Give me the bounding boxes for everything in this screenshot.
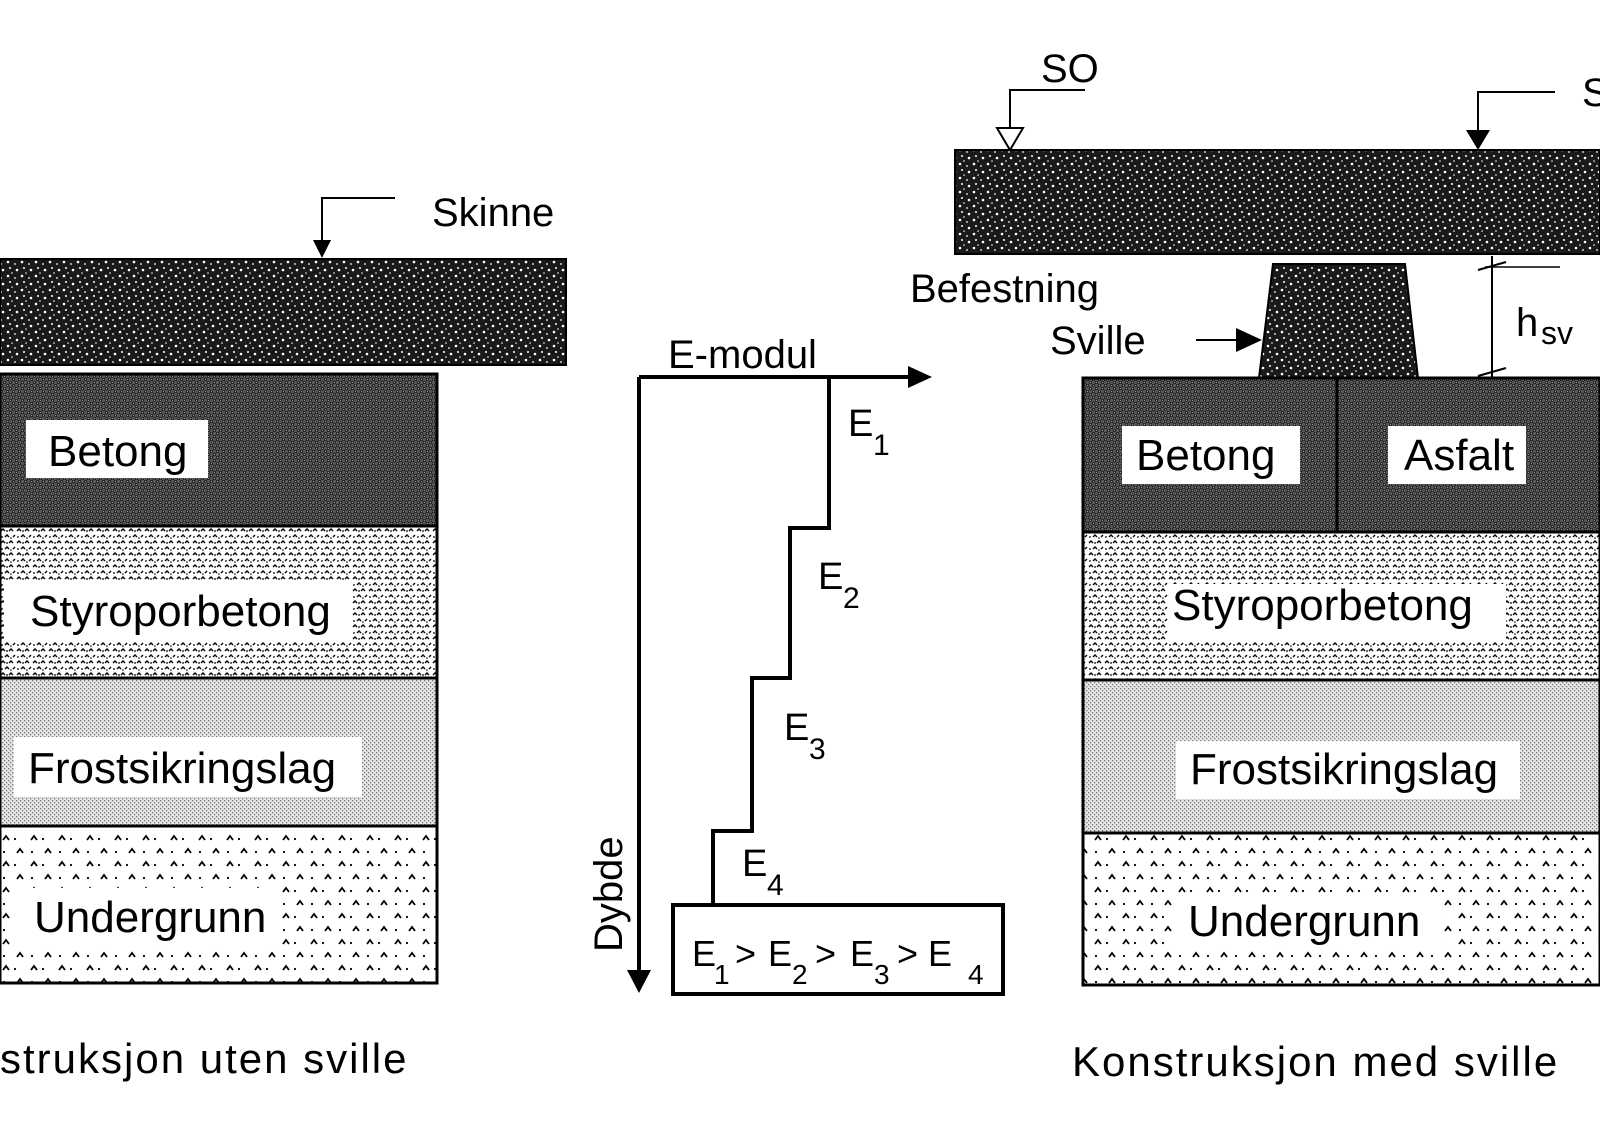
s-label: S (1582, 71, 1600, 115)
rail-block (0, 258, 567, 366)
rail-pointer-line (321, 197, 395, 245)
left-layer-label-betong: Betong (48, 427, 187, 476)
svg-text:1: 1 (714, 959, 730, 990)
left-layer-label-frostsikringslag: Frostsikringslag (28, 744, 336, 793)
s-pointer-arrow (1466, 130, 1490, 150)
right-construction: SO S Befestning Sville h sv Betong (910, 47, 1600, 1085)
svg-text:3: 3 (809, 733, 826, 766)
step-label-e1: E 1 (848, 403, 890, 462)
sville-pointer-arrow (1236, 328, 1262, 352)
svg-text:E: E (784, 707, 809, 749)
sleeper-block (1257, 263, 1420, 379)
left-layer-label-styroporbetong: Styroporbetong (30, 587, 331, 636)
svg-text:sv: sv (1541, 315, 1573, 351)
right-layer-label-asfalt: Asfalt (1404, 431, 1514, 480)
svg-text:4: 4 (767, 869, 784, 902)
so-pointer-arrow (995, 127, 1025, 152)
svg-text:4: 4 (968, 959, 984, 990)
svg-text:E: E (928, 933, 952, 974)
step-label-e4: E 4 (742, 843, 784, 902)
svg-text:E: E (848, 403, 873, 445)
svg-text:>: > (815, 933, 836, 974)
right-rail-block (954, 149, 1600, 255)
y-axis-arrow (627, 970, 651, 993)
x-axis-label: E-modul (668, 333, 817, 377)
svg-text:h: h (1516, 301, 1538, 345)
svg-text:>: > (897, 933, 918, 974)
svg-text:E: E (742, 843, 767, 885)
svg-text:3: 3 (874, 959, 890, 990)
hsv-label: h sv (1516, 301, 1573, 351)
rail-label: Skinne (432, 191, 554, 235)
so-pointer-line (1009, 89, 1085, 128)
left-caption: struksjon uten sville (0, 1035, 409, 1082)
step-label-e3: E 3 (784, 707, 826, 766)
svg-text:E: E (850, 933, 874, 974)
sville-label: Sville (1050, 319, 1146, 363)
left-layer-label-undergrunn: Undergrunn (34, 893, 266, 942)
right-layer-label-frostsikringslag: Frostsikringslag (1190, 745, 1498, 794)
relation-text: E 1 > E 2 > E 3 > E 4 (692, 933, 984, 990)
step-curve (711, 377, 831, 905)
rail-pointer-arrow (313, 240, 331, 258)
right-layer-label-betong: Betong (1136, 431, 1275, 480)
step-label-e2: E 2 (818, 556, 860, 615)
svg-text:2: 2 (792, 959, 808, 990)
svg-text:E: E (818, 556, 843, 598)
svg-text:E: E (768, 933, 792, 974)
right-caption: Konstruksjon med sville (1072, 1038, 1559, 1085)
emodulus-chart: E-modul Dybde E 1 E 2 E 3 E 4 E 1 > (587, 333, 1005, 996)
right-layer-label-undergrunn: Undergrunn (1188, 897, 1420, 946)
svg-text:1: 1 (873, 429, 890, 462)
relation-box (671, 903, 1005, 996)
s-pointer-line (1477, 91, 1555, 130)
befestning-label: Befestning (910, 267, 1099, 311)
y-axis-label: Dybde (587, 836, 631, 952)
svg-text:E: E (692, 933, 716, 974)
left-construction: Skinne Betong Styroporbetong Frostsikrin… (0, 191, 567, 1082)
right-layer-label-styroporbetong: Styroporbetong (1172, 581, 1473, 630)
so-label: SO (1041, 47, 1099, 91)
x-axis-arrow (908, 366, 932, 388)
svg-text:>: > (735, 933, 756, 974)
svg-text:2: 2 (843, 582, 860, 615)
